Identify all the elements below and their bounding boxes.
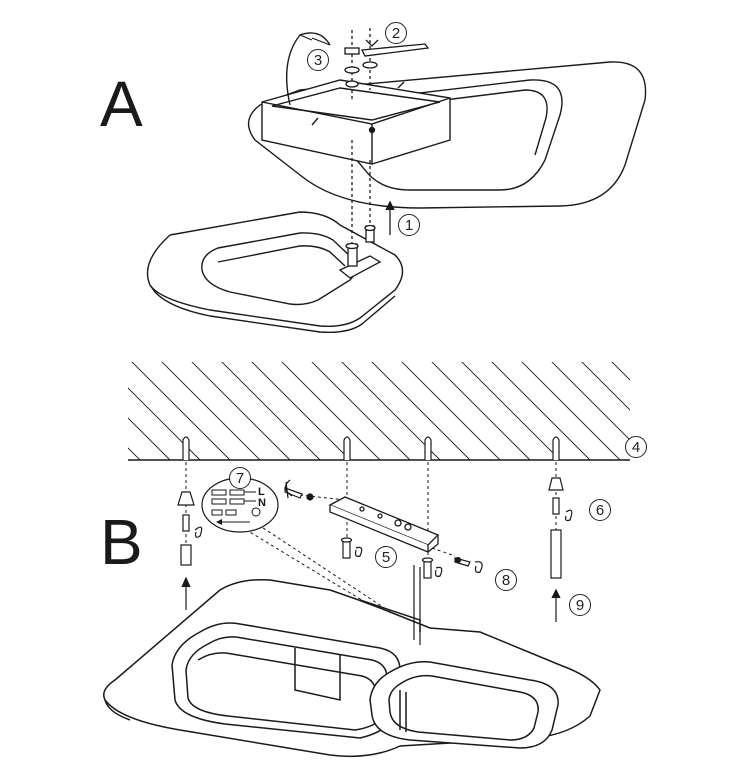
lamp-body-b (103, 578, 601, 758)
step-8-marker: 8 (495, 569, 517, 591)
step-6-marker: 6 (589, 499, 611, 521)
step-1-marker: 1 (398, 214, 420, 236)
left-canopy-assembly (177, 491, 203, 610)
wiring-detail-bubble: L N (201, 477, 279, 533)
bracket-bolt-8 (421, 556, 483, 579)
step-2-marker: 2 (385, 22, 407, 44)
ceiling-hatching (128, 362, 630, 460)
step-4-marker: 4 (625, 436, 647, 458)
step-7-marker: 7 (229, 467, 251, 489)
right-canopy-assembly (548, 477, 573, 622)
step-9-marker: 9 (569, 594, 591, 616)
section-b-label: B (100, 506, 143, 578)
wall-plugs (182, 436, 560, 460)
live-wire-label: L (258, 486, 265, 498)
step-3-marker: 3 (307, 49, 329, 71)
mounting-bracket-b (328, 496, 440, 553)
lamp-frame-small-a (146, 211, 404, 334)
bracket-bolt-5 (340, 537, 363, 559)
section-a-label: A (100, 68, 143, 140)
power-cable (285, 32, 331, 106)
neutral-wire-label: N (258, 497, 266, 509)
junction-box (261, 79, 451, 165)
mounting-bolts-a (338, 140, 395, 279)
screw-set-top (344, 28, 430, 100)
bracket-screw-left (284, 479, 314, 501)
step-5-marker: 5 (375, 546, 397, 568)
